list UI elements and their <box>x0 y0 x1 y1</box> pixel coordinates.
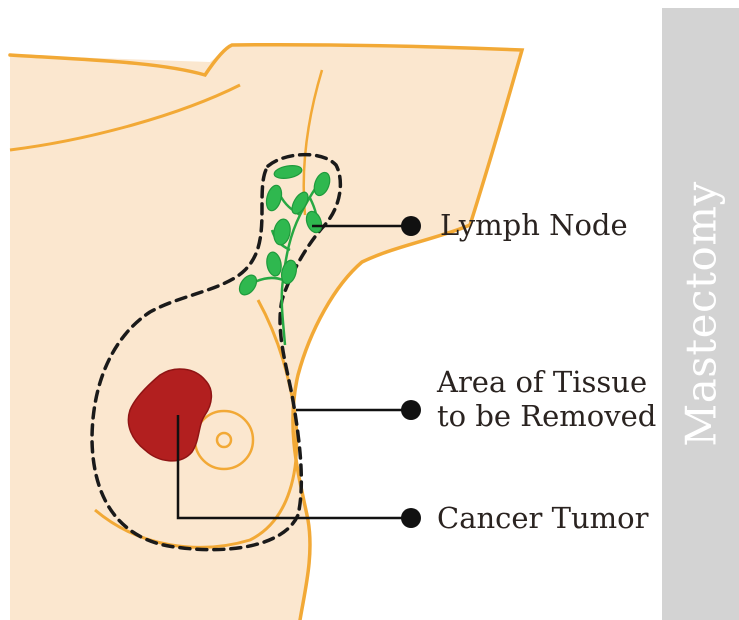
lymph-node-label: Lymph Node <box>440 208 628 242</box>
tumor-pointer-dot <box>401 508 421 528</box>
lymph-node-pointer-dot <box>401 216 421 236</box>
area-label-line-2: to be Removed <box>437 399 656 433</box>
cancer-tumor-label: Cancer Tumor <box>437 501 648 535</box>
area-pointer-dot <box>401 400 421 420</box>
diagram-title: Mastectomy <box>676 181 725 447</box>
area-label-line-1: Area of Tissue <box>437 365 656 399</box>
title-strip: Mastectomy <box>662 8 739 620</box>
area-of-tissue-label: Area of Tissue to be Removed <box>437 365 656 433</box>
